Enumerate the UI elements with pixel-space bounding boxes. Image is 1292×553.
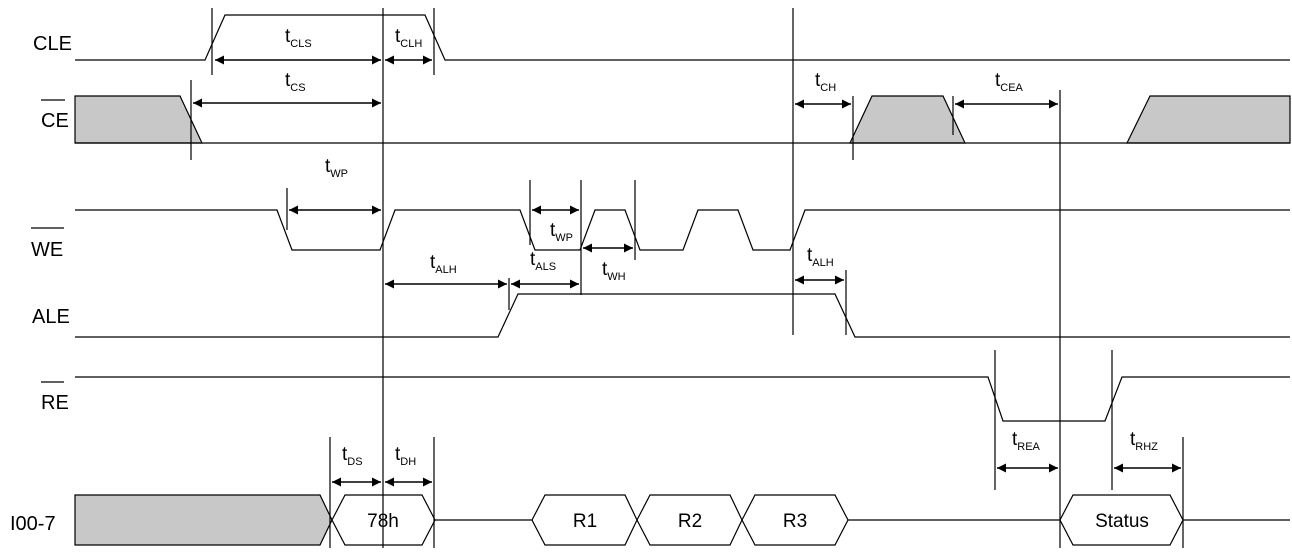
- label-trea: tREA: [1012, 429, 1041, 453]
- label-tch: tCH: [815, 70, 836, 94]
- label-talh-1: tALH: [430, 252, 457, 276]
- io-bus-label-r2: R2: [678, 511, 702, 532]
- ale-waveform: [75, 293, 1290, 338]
- signal-label-io: I00-7: [10, 513, 56, 535]
- signal-label-ce: CE: [41, 110, 69, 132]
- label-twp-1: tWP: [325, 156, 348, 180]
- label-talh-2: tALH: [807, 245, 834, 269]
- signal-label-ale: ALE: [32, 306, 70, 328]
- label-tcea: tCEA: [995, 70, 1024, 94]
- ce-shaded-deselect: [849, 95, 966, 144]
- signal-label-cle: CLE: [33, 33, 72, 55]
- signal-label-we: WE: [31, 239, 63, 261]
- label-twp-2: tWP: [550, 220, 573, 244]
- re-waveform: [75, 376, 1290, 422]
- label-trhz: tRHZ: [1130, 429, 1158, 453]
- io-bus-label-status: Status: [1095, 511, 1149, 532]
- cle-waveform: [75, 14, 1290, 61]
- label-tcls: tCLS: [285, 26, 312, 50]
- label-tals: tALS: [530, 249, 556, 273]
- io-bus-label-r3: R3: [783, 511, 807, 532]
- label-tdh: tDH: [395, 444, 416, 468]
- we-waveform: [75, 209, 1290, 251]
- label-twh: tWH: [602, 259, 626, 283]
- io-shaded-initial: [74, 494, 333, 546]
- ce-shaded-initial: [74, 95, 203, 144]
- ce-shaded-final: [1126, 95, 1291, 144]
- label-tclh: tCLH: [395, 26, 422, 50]
- io-bus-label-r1: R1: [573, 511, 597, 532]
- label-tcs: tCS: [285, 70, 306, 94]
- signal-label-re: RE: [41, 392, 69, 414]
- label-tds: tDS: [342, 444, 363, 468]
